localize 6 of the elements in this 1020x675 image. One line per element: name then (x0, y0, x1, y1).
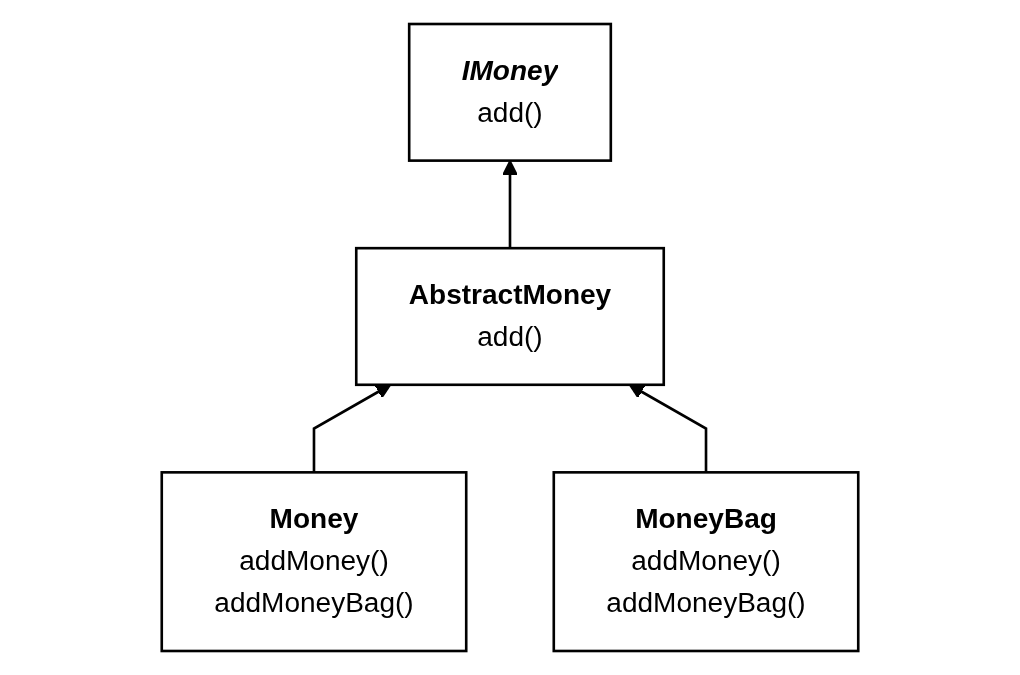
arrow (628, 384, 708, 473)
node-box: MoneyBag addMoney() addMoneyBag() (552, 471, 860, 653)
node-box: AbstractMoney add() (354, 246, 666, 387)
node-box: Money addMoney() addMoneyBag() (160, 471, 468, 653)
arrow (312, 384, 392, 473)
node-box: IMoney add() (407, 22, 613, 162)
